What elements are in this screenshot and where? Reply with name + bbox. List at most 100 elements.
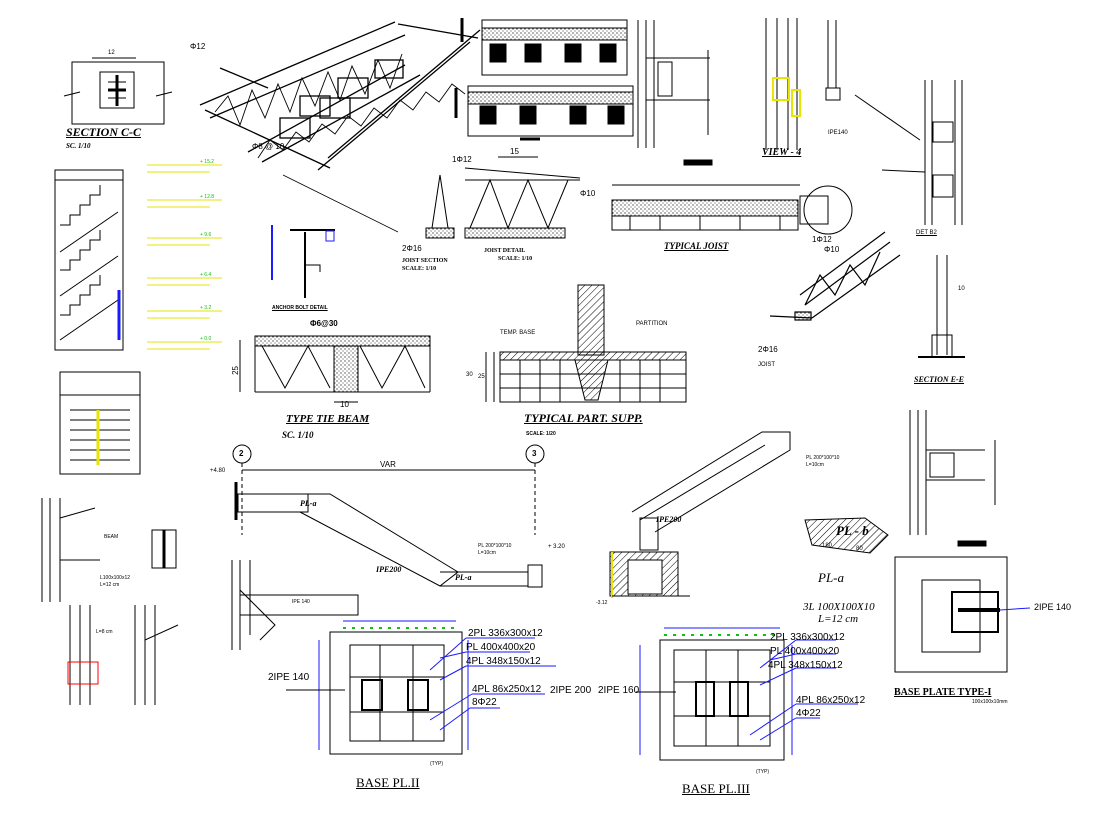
truss-bar-bottom: Φ8 @ 10: [252, 142, 285, 151]
stair-level-top: +4.80: [210, 468, 226, 474]
stair-spec1b: L=10cm: [478, 550, 496, 556]
det-b2-detail: [803, 80, 963, 235]
truss-isometric: [199, 21, 481, 233]
joist-bottom-bar: 2Φ16: [402, 244, 422, 253]
left-spec2: L=12 cm: [100, 582, 120, 588]
base-plate-leaders: [286, 637, 858, 741]
level-2: + 12.8: [200, 194, 215, 200]
section-ee-dim: 10: [958, 286, 965, 292]
partition-dim1: 30: [466, 372, 473, 378]
joist-section-elevations: [454, 18, 634, 141]
stair2-level: -3.12: [596, 600, 608, 606]
plate-a-label: PL-a: [818, 570, 844, 585]
left-spec3: L=8 cm: [96, 629, 113, 635]
plate-b-d1: 180: [822, 543, 833, 549]
stair-beam: IPE200: [376, 565, 402, 574]
bp3-profile2: 2IPE 160: [598, 685, 640, 696]
section-ee-title: SECTION E-E: [914, 375, 965, 384]
tie-beam-dim-w: 10: [340, 400, 349, 409]
base-plate-type1: [894, 556, 1031, 673]
bp3-l4: 4PL 86x250x12: [796, 695, 866, 706]
bp1-sub: 100x100x10mm: [972, 699, 1008, 705]
level-1: + 15.2: [200, 159, 215, 165]
level-6: + 0.0: [200, 336, 212, 342]
stair-level-marks: [147, 164, 222, 350]
stair-plate-a: PL-a: [300, 499, 317, 508]
bp3-title: BASE PL.III: [682, 781, 750, 796]
typical-joist-detail: [611, 184, 829, 231]
section-cc-detail: [63, 57, 173, 125]
plate-b-label: PL - b: [836, 523, 869, 538]
stair2-beam: IPE200: [656, 515, 682, 524]
stair2-spec: PL 200*100*10: [806, 455, 840, 461]
stair-plan: [59, 371, 141, 475]
level-4: + 6.4: [200, 272, 212, 278]
stair-elevation: [231, 444, 545, 650]
left-spec1: L100x100x12: [100, 575, 131, 581]
bp2-l1: 2PL 336x300x12: [468, 628, 543, 639]
bp3-profile1: 2IPE 200: [550, 685, 592, 696]
tie-beam-top-bar: Φ6@30: [310, 319, 338, 328]
partition-dim2: 25: [478, 374, 485, 380]
section-cc-scale: SC. 1/10: [66, 142, 91, 150]
joist-detail-scale: SCALE: 1/10: [498, 256, 533, 262]
stair-spec1: PL 200*100*10: [478, 543, 512, 549]
column-detail-type1: [637, 20, 713, 166]
partition-support: [485, 284, 687, 403]
grid-2: 2: [239, 449, 244, 458]
iso-joist-label: JOIST: [758, 362, 776, 368]
iso-joist-top: 1Φ12: [812, 235, 832, 244]
anchor-title: ANCHOR BOLT DETAIL: [272, 305, 328, 311]
tie-beam-detail: [239, 335, 431, 403]
section-cc-dim: 12: [108, 50, 115, 56]
column-detail-type2: [909, 410, 996, 547]
partition-label: PARTITION: [636, 321, 668, 327]
bp2-profile: 2IPE 140: [268, 672, 310, 683]
iso-joist-bottom: 2Φ16: [758, 345, 778, 354]
grid-3: 3: [532, 449, 537, 458]
stair-elevation-2: [609, 431, 791, 598]
left-beam-label: BEAM: [104, 534, 119, 540]
bp3-typ: (TYP): [756, 769, 770, 775]
base-plate-2: [318, 620, 469, 755]
bp3-l5: 4Φ22: [796, 708, 821, 719]
typical-joist-title: TYPICAL JOIST: [664, 241, 729, 251]
partition-scale: SCALE: 1/20: [526, 431, 556, 437]
joist-detail-truss: [425, 156, 581, 239]
joist-section-scale: SCALE: 1/10: [402, 266, 437, 272]
joist-detail-title: JOIST DETAIL: [484, 248, 526, 254]
stair-span: VAR: [380, 460, 396, 469]
section-cc-title: SECTION C-C: [66, 125, 142, 139]
bp2-typ: (TYP): [430, 761, 444, 767]
bp1-profile: 2IPE 140: [1034, 602, 1072, 612]
stair-section: [54, 169, 124, 351]
plate-b-d2: 80: [856, 546, 863, 552]
tie-beam-scale: SC. 1/10: [282, 430, 314, 440]
iso-joist-detail: [769, 231, 901, 321]
bp2-l5: 8Φ22: [472, 697, 497, 708]
iso-joist-mid: Φ10: [824, 245, 840, 254]
bp2-l2: PL 400x400x20: [466, 642, 536, 653]
stair2-specb: L=10cm: [806, 462, 824, 468]
level-5: + 3.2: [200, 305, 212, 311]
plate-b: [804, 517, 889, 554]
bp3-l1: 2PL 336x300x12: [770, 632, 845, 643]
det-title: DET B2: [916, 230, 937, 236]
anchor-bolt-detail: [271, 225, 335, 298]
stair-plate-a2: PL-a: [455, 573, 472, 582]
plate-a-spec2: L=12 cm: [818, 613, 859, 625]
view4-profile: IPE140: [828, 130, 848, 136]
plate-a-spec: 3L 100X100X10: [803, 601, 875, 613]
bp2-l4: 4PL 86x250x12: [472, 684, 542, 695]
tie-beam-dim-h: 25: [231, 366, 240, 375]
base-plate-3: [639, 627, 793, 761]
level-3: + 9.6: [200, 232, 212, 238]
bp3-l2: PL 400x400x20: [770, 646, 840, 657]
bp3-l3: 4PL 348x150x12: [768, 660, 843, 671]
view4-title: VIEW - 4: [762, 147, 802, 158]
bp1-title: BASE PLATE TYPE-I: [894, 687, 992, 698]
view-4-detail: [765, 18, 841, 150]
left-connection-details: [41, 498, 179, 705]
stair-level-bot: + 3.20: [548, 544, 565, 550]
